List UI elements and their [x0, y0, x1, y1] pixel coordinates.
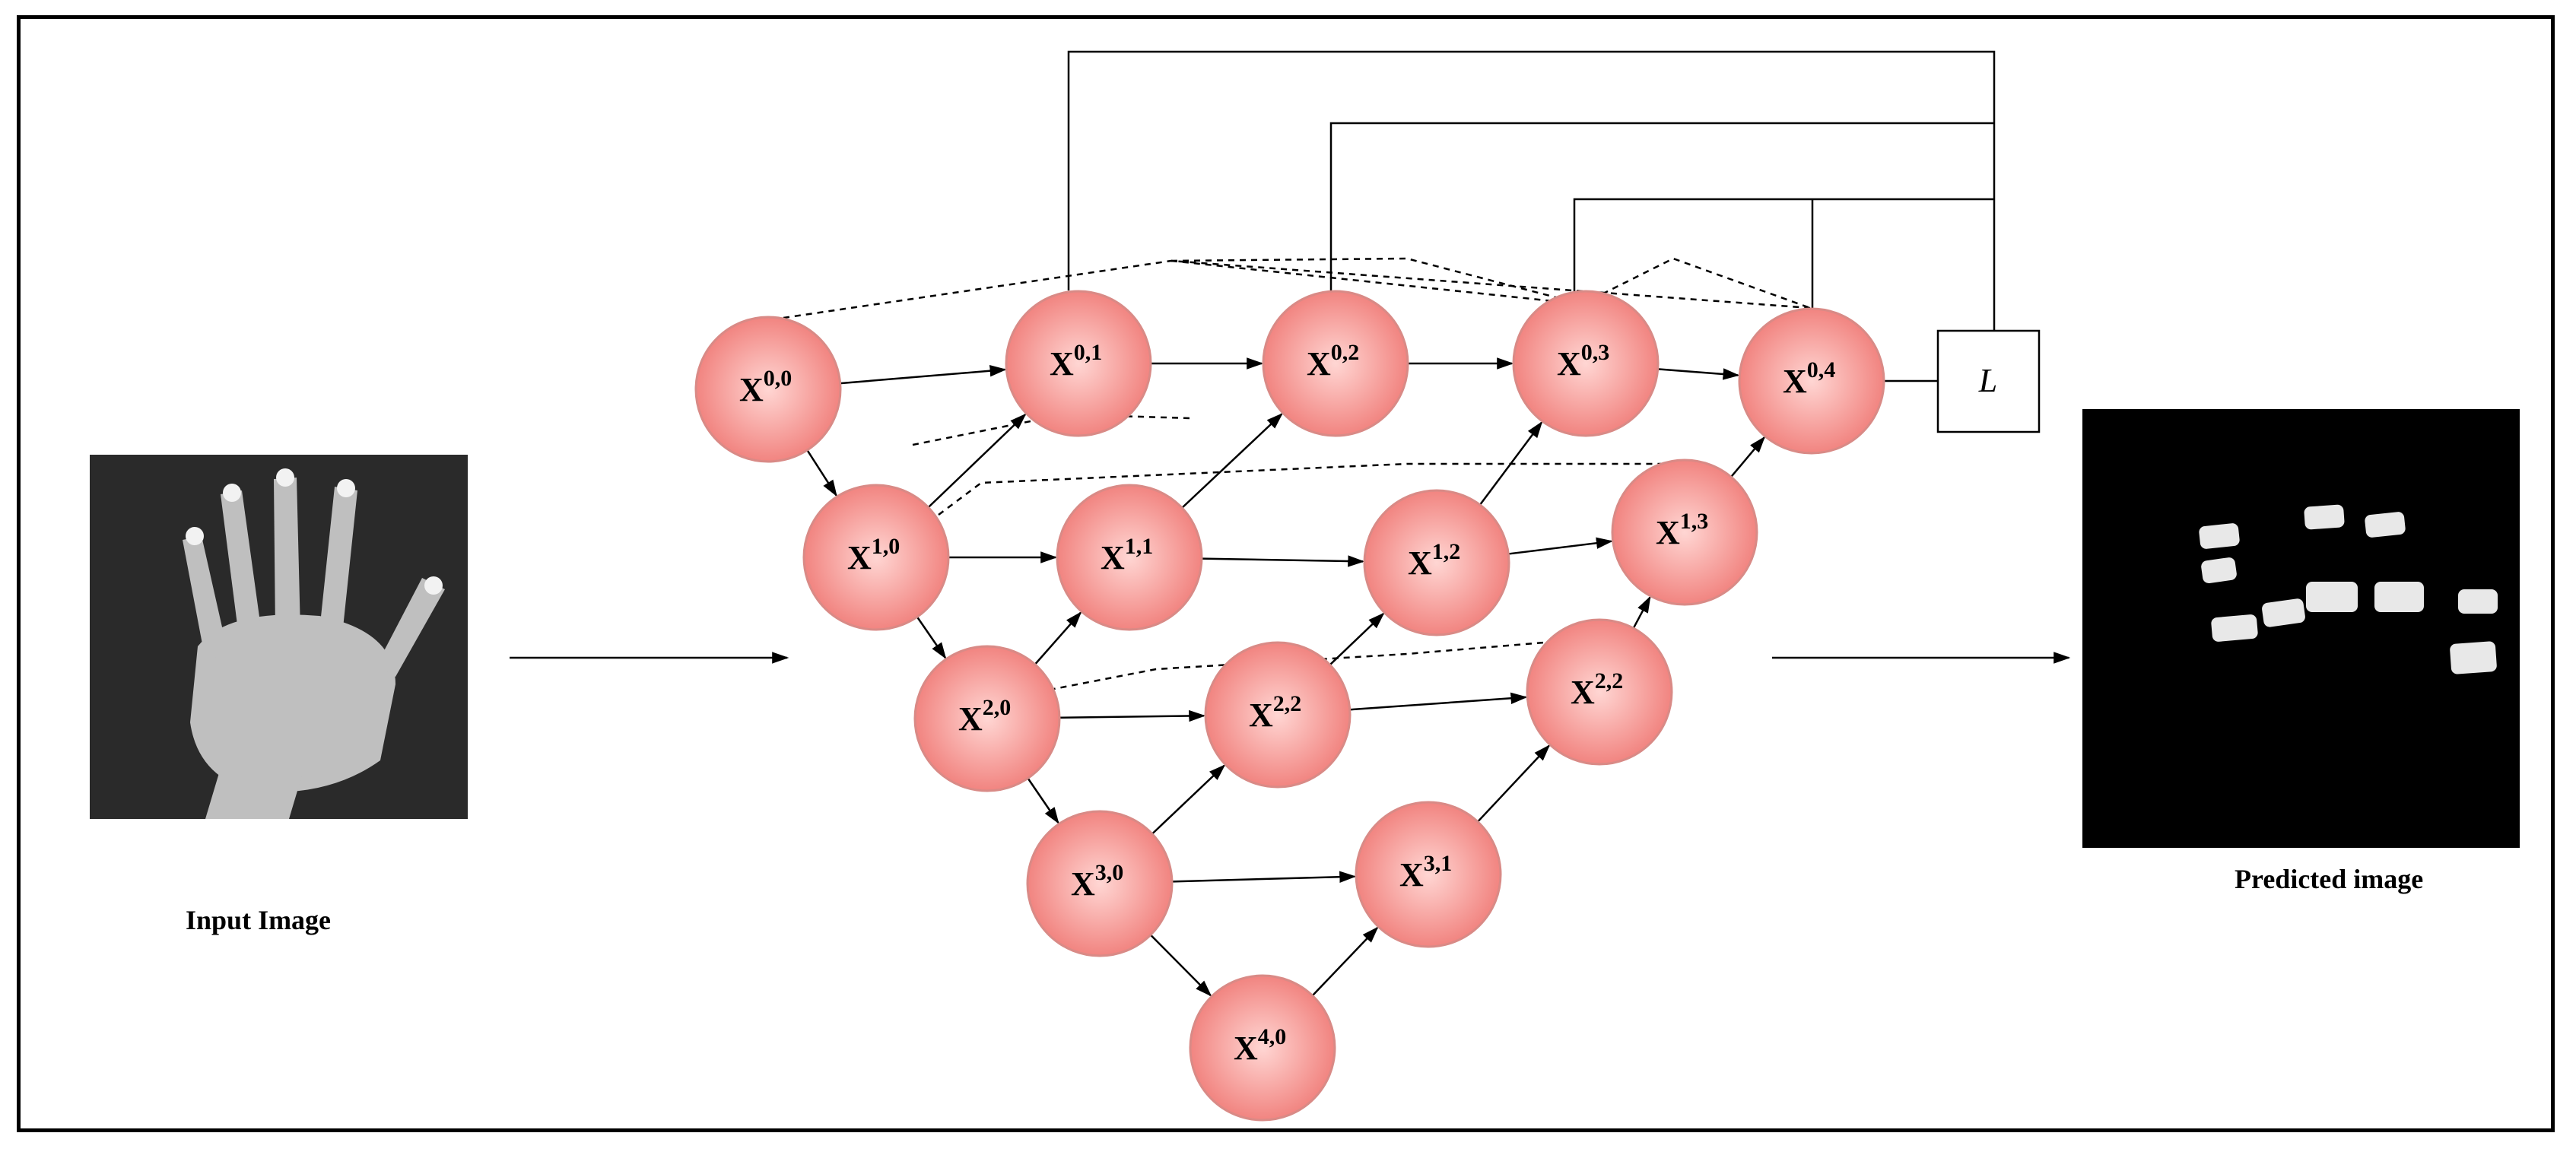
node-n20: X2,0	[913, 645, 1061, 792]
node-circle	[1355, 801, 1502, 948]
edge-n31-n22	[1477, 744, 1551, 823]
edge-n00-n10	[806, 449, 837, 497]
node-circle	[1189, 974, 1336, 1122]
edge-n30-n31	[1171, 871, 1357, 883]
node-n22: X2,2	[1526, 618, 1673, 766]
diagram-frame	[17, 15, 2555, 1132]
node-circle	[1026, 810, 1174, 957]
node-label: X1,0	[847, 534, 900, 576]
edge-n10-n20	[916, 616, 947, 659]
predicted-image	[2082, 409, 2520, 848]
node-n31: X3,1	[1355, 801, 1502, 948]
edge-n20-n21	[1059, 709, 1206, 722]
node-label: X4,0	[1234, 1024, 1286, 1067]
node-circle	[1056, 484, 1203, 631]
dense-skip-connections	[783, 257, 1811, 693]
node-circle	[1512, 290, 1660, 437]
edge-n21-n12	[1329, 612, 1385, 666]
edge-n00-n01	[840, 365, 1007, 385]
node-label: X1,1	[1101, 534, 1153, 576]
node-circle	[1262, 290, 1409, 437]
node-n40: X4,0	[1189, 974, 1336, 1122]
node-circle	[913, 645, 1061, 792]
edge-n30-n21	[1151, 764, 1226, 835]
node-n12: X1,2	[1363, 489, 1510, 636]
node-n13: X1,3	[1611, 459, 1758, 606]
edge-n12-n13	[1508, 537, 1613, 555]
edge-n10-n01	[927, 413, 1027, 509]
node-n11: X1,1	[1056, 484, 1203, 631]
input-image-caption: Input Image	[186, 905, 331, 935]
node-label: X0,0	[739, 366, 792, 408]
node-n21: X2,2	[1204, 641, 1352, 789]
edge-n30-n40	[1149, 934, 1212, 997]
node-label: X2,2	[1249, 691, 1301, 734]
node-connections	[806, 357, 1766, 997]
nodes: X0,0 X0,1 X0,2 X0,3 X0,4X1,0 X1,1 X1,2 X1,3X2,0…	[694, 290, 1885, 1122]
node-label: X0,1	[1050, 340, 1102, 382]
node-label: X2,2	[1571, 668, 1623, 711]
edge-n03-n04	[1657, 368, 1740, 380]
edge-n11-n02	[1181, 412, 1283, 509]
node-n02: X0,2	[1262, 290, 1409, 437]
node-n10: X1,0	[802, 484, 950, 631]
node-label: X3,0	[1071, 860, 1123, 903]
node-circle	[1204, 641, 1352, 789]
edge-n20-n30	[1027, 777, 1059, 824]
edge-n21-n22	[1349, 692, 1528, 711]
deep-supervision-lines	[1067, 50, 1996, 331]
edge-n11-n12	[1201, 555, 1365, 567]
node-circle	[1005, 290, 1152, 437]
node-label: X0,4	[1783, 357, 1835, 400]
node-label: X0,3	[1557, 340, 1609, 382]
node-circle	[1363, 489, 1510, 636]
loss-label: L	[1978, 362, 1997, 399]
node-label: X1,2	[1408, 539, 1460, 582]
node-circle	[802, 484, 950, 631]
node-circle	[694, 316, 842, 463]
edge-n40-n31	[1311, 926, 1379, 997]
node-n04: X0,4	[1738, 307, 1885, 455]
edge-n13-n04	[1730, 436, 1766, 478]
edge-n20-n11	[1034, 611, 1082, 665]
predicted-image-caption: Predicted image	[2235, 864, 2423, 894]
edge-n22-n13	[1632, 595, 1651, 629]
node-label: X3,1	[1399, 851, 1452, 893]
node-circle	[1738, 307, 1885, 455]
input-image	[90, 455, 468, 819]
edge-n12-n03	[1479, 420, 1543, 506]
node-n00: X0,0	[694, 316, 842, 463]
node-circle	[1611, 459, 1758, 606]
node-label: X2,0	[958, 695, 1011, 738]
node-label: X0,2	[1307, 340, 1359, 382]
node-n03: X0,3	[1512, 290, 1660, 437]
node-label: X1,3	[1656, 509, 1708, 551]
node-circle	[1526, 618, 1673, 766]
node-n01: X0,1	[1005, 290, 1152, 437]
node-n30: X3,0	[1026, 810, 1174, 957]
